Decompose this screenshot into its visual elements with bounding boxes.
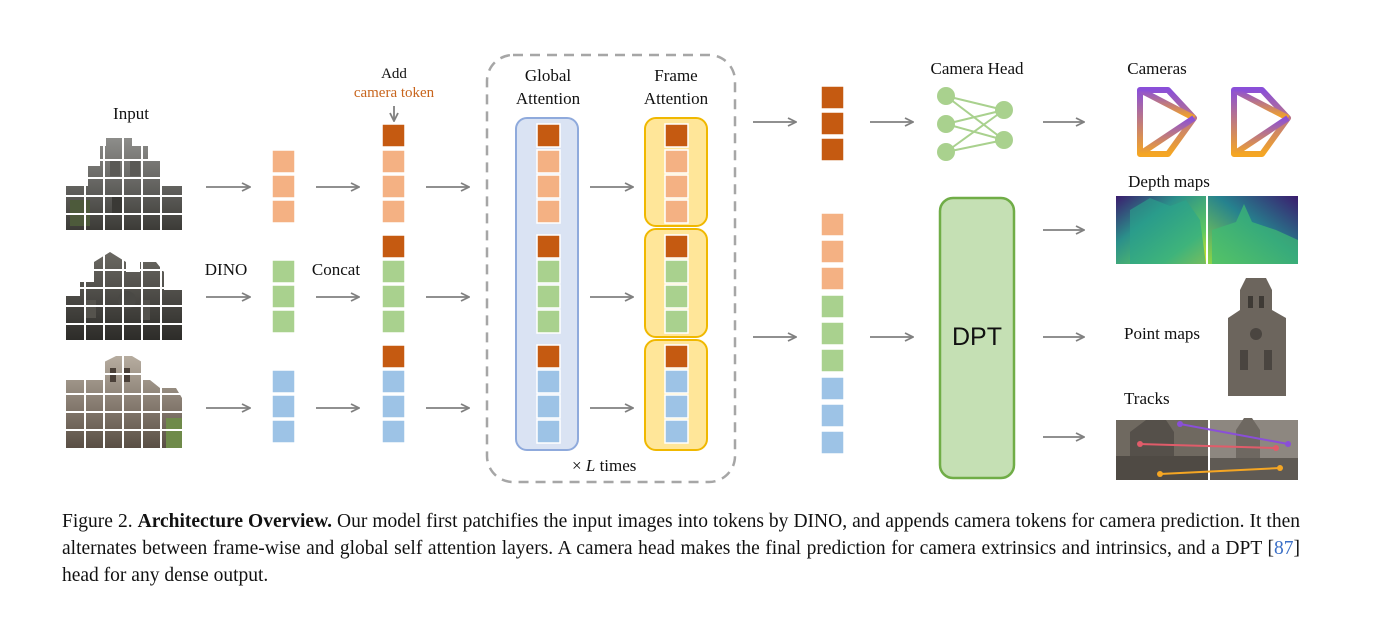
dino-label: DINO — [204, 260, 248, 279]
figure-number: Figure 2. — [62, 511, 133, 532]
dino-tokens — [271, 149, 296, 444]
camera-head-label: Camera Head — [930, 59, 1024, 78]
tracks-label: Tracks — [1124, 389, 1170, 408]
times-variable: L — [585, 456, 596, 475]
depth-map-2 — [1208, 196, 1298, 264]
frame-attention-label-line2: Attention — [643, 89, 709, 108]
concat-tokens — [381, 123, 406, 444]
repeat-block — [485, 53, 737, 484]
dpt-box — [938, 196, 1016, 480]
concat-label: Concat — [311, 260, 361, 279]
frame-attention-label-line1: Frame — [654, 66, 698, 85]
architecture-diagram — [66, 53, 1298, 484]
input-label: Input — [113, 104, 149, 123]
times-word: times — [599, 456, 637, 475]
camera-output-tokens — [820, 85, 845, 162]
global-attention-label-line2: Attention — [515, 89, 581, 108]
caption-title: Architecture Overview. — [137, 511, 332, 532]
flow-arrows — [206, 106, 1084, 437]
point-map — [1228, 278, 1286, 396]
camera-head-network — [937, 87, 1013, 161]
global-attention-box — [515, 117, 579, 451]
caption-text-end: ] head for any dense output. — [62, 538, 1300, 586]
caption-text: Our model first patchifies the input ima… — [62, 511, 1301, 559]
depth-map-1 — [1116, 196, 1206, 264]
global-attention-label-line1: Global — [524, 66, 572, 85]
point-maps-label: Point maps — [1124, 324, 1201, 343]
dense-output-tokens — [820, 212, 845, 455]
camera-token-label: camera token — [353, 85, 435, 101]
dpt-label: DPT — [952, 323, 1002, 351]
add-label: Add — [381, 66, 407, 82]
global-attention-tokens — [536, 123, 561, 444]
depth-maps-label: Depth maps — [1128, 172, 1210, 191]
citation-link[interactable]: 87 — [1274, 538, 1294, 559]
camera-frustum-icon — [1137, 87, 1197, 157]
tracks-image — [1116, 418, 1298, 480]
cameras-label: Cameras — [1127, 59, 1187, 78]
camera-frustum-icon — [1231, 87, 1291, 157]
frame-attention-tokens — [664, 123, 689, 444]
figure-caption: Figure 2. Architecture Overview. Our mod… — [62, 508, 1300, 589]
times-symbol: × — [572, 456, 582, 475]
patch-grid — [66, 138, 182, 448]
repeat-times-label: × L times — [572, 456, 636, 476]
